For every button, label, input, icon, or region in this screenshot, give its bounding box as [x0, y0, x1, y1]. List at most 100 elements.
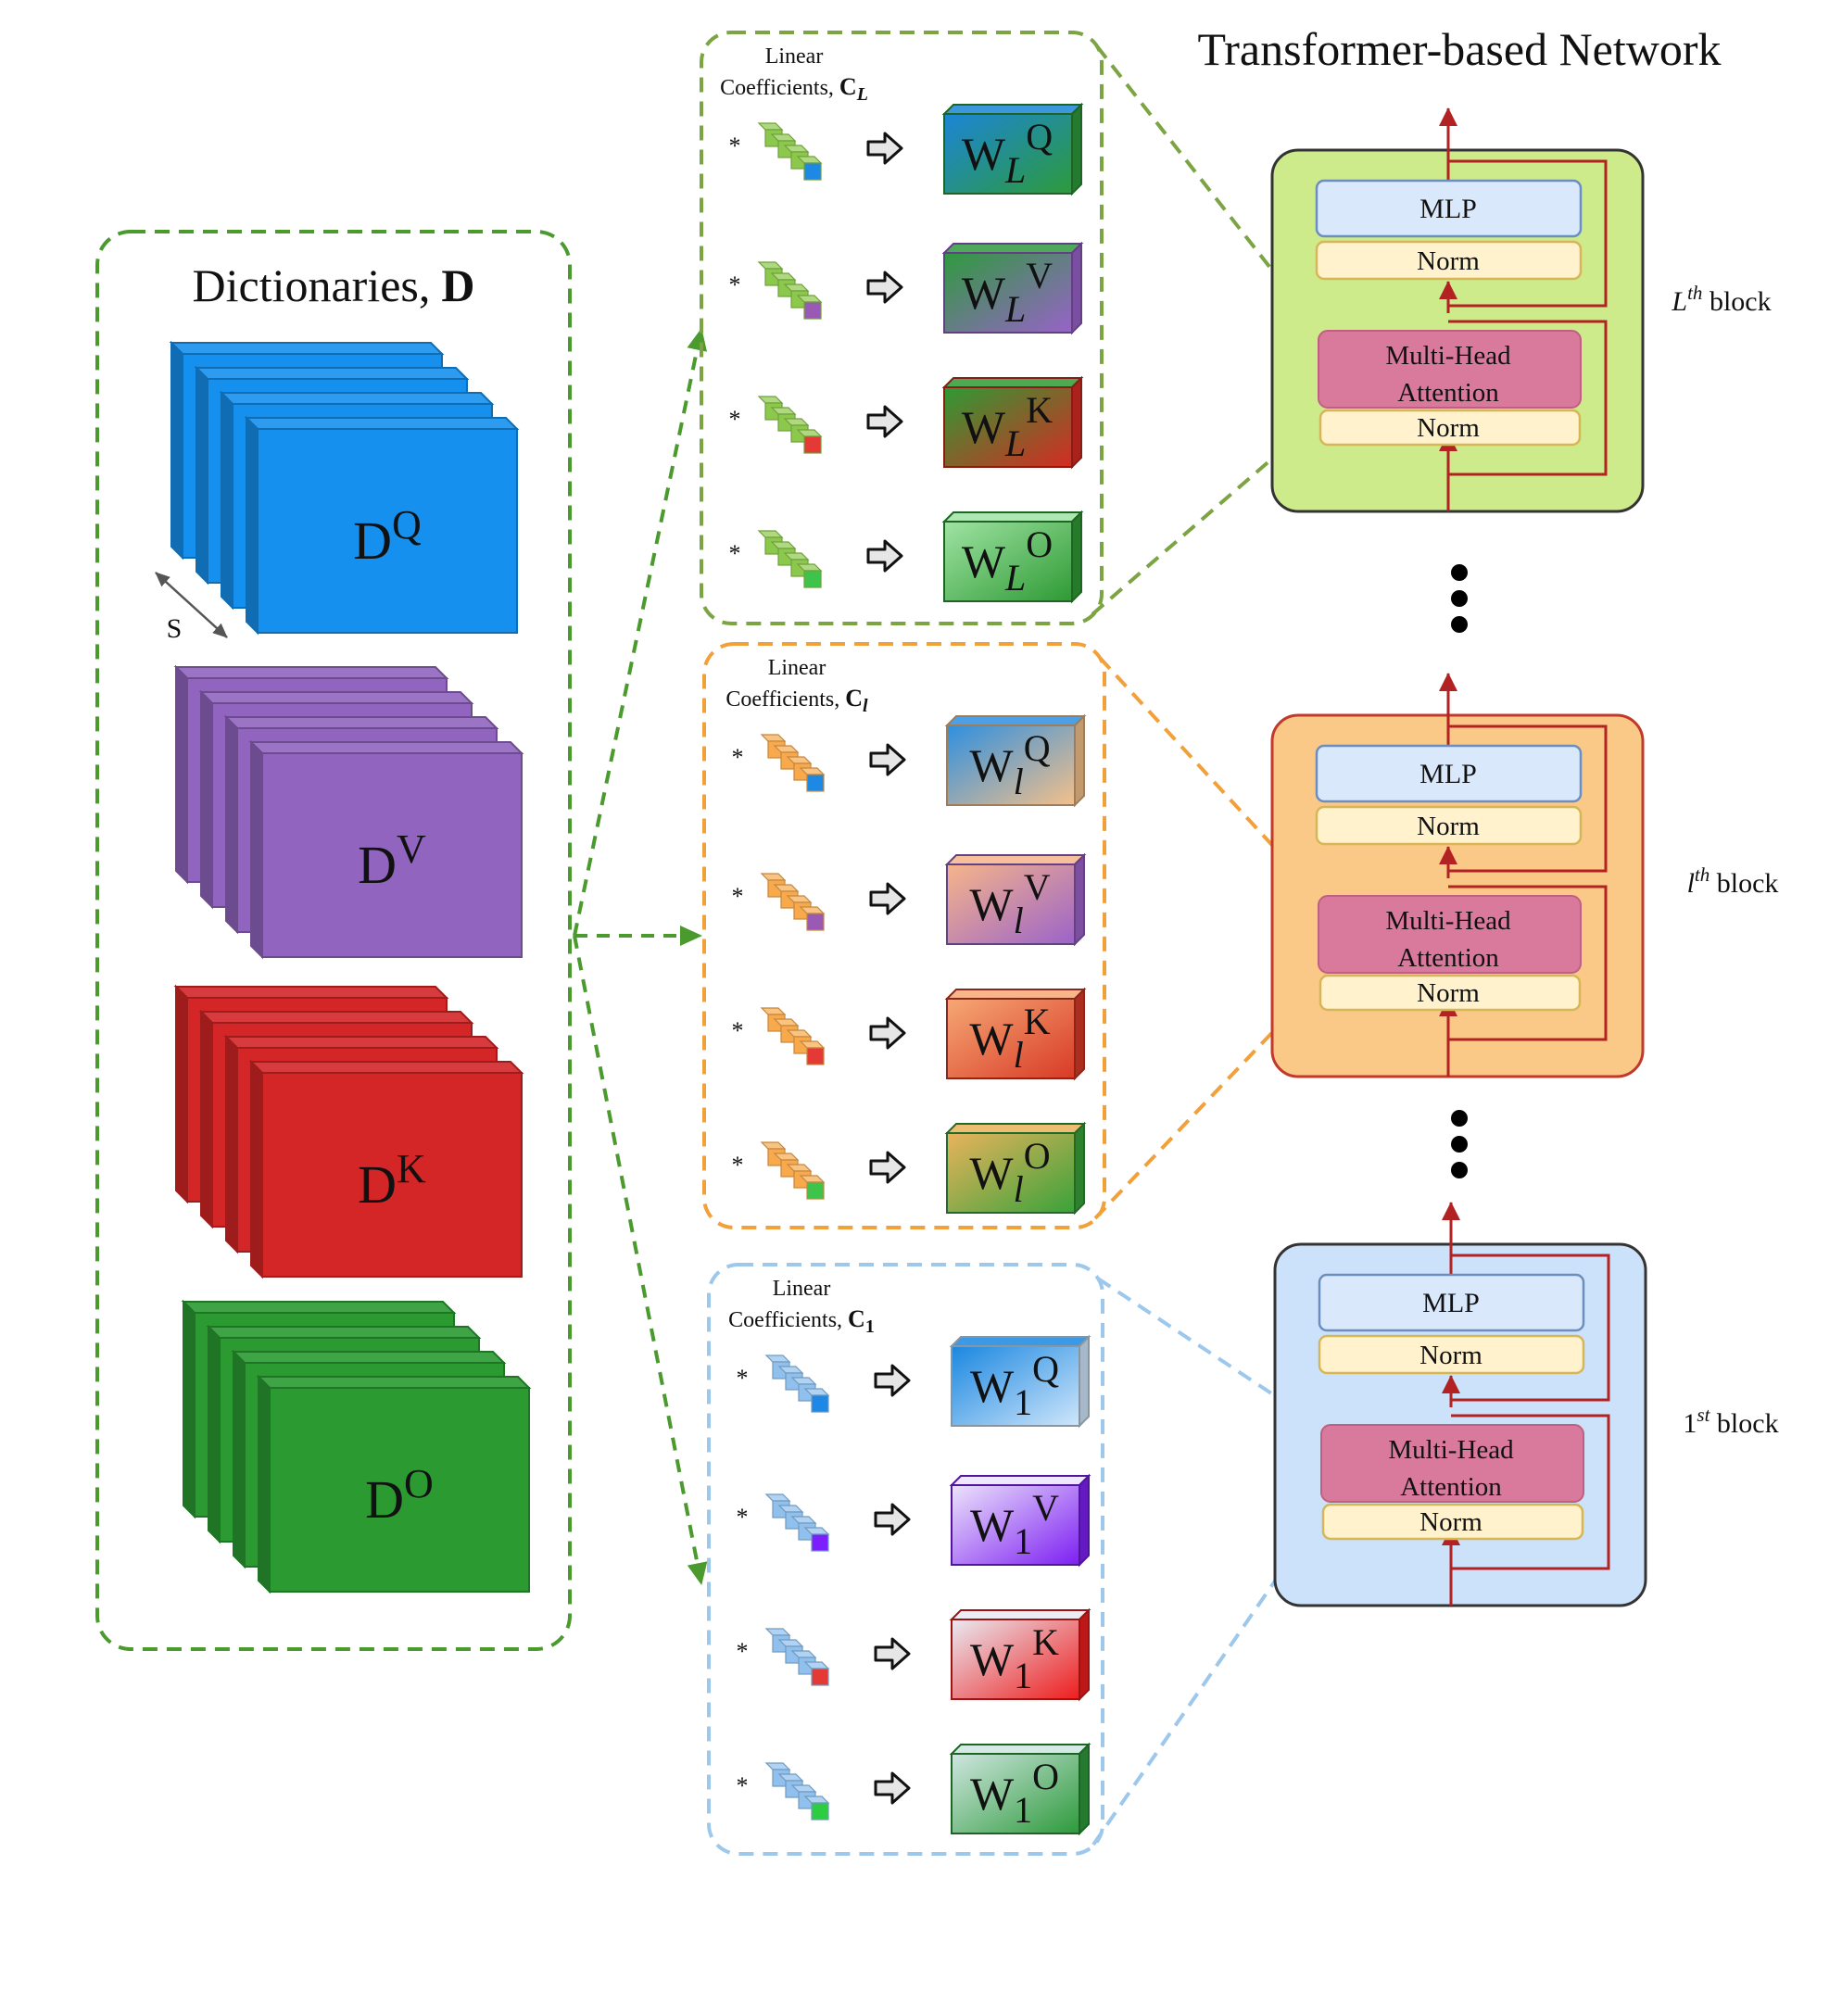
norm-label-lower: Norm [1417, 413, 1480, 443]
weight-label-sup: K [1024, 1001, 1051, 1042]
dictionary-layer-side [225, 714, 238, 935]
weight-label-base: W [969, 739, 1014, 791]
weight-box-top [949, 1609, 1091, 1620]
dictionary-layer-side [246, 415, 259, 636]
weight-label-base: W [969, 878, 1014, 930]
coefficient-cube [803, 570, 822, 588]
transform-arrow-icon [869, 882, 906, 915]
multiply-star: * [729, 271, 741, 298]
ellipsis-dot [1451, 1162, 1468, 1178]
norm-box-upper [1315, 805, 1583, 846]
weight-label-sub: l [1014, 900, 1024, 941]
stack-size-indicator: S [155, 572, 228, 644]
coefficient-label-bold: C [839, 73, 857, 100]
coefficient-cube-top [757, 122, 784, 131]
dictionary-layer-side [200, 689, 213, 910]
dictionary-stack-o: DO [181, 1299, 532, 1594]
dictionary-stack-q: DQ [169, 340, 520, 636]
weight-box-side [1079, 1742, 1090, 1836]
weight-label-base: W [970, 1499, 1015, 1551]
stack-size-arrow [155, 572, 228, 638]
ellipsis-lower [1451, 1110, 1468, 1178]
weight-label-sup: V [1026, 255, 1053, 296]
residual-connection-attention [1448, 885, 1608, 1041]
weight-box-side [1074, 852, 1085, 947]
weight-label-sub: L [1004, 557, 1026, 598]
weight-matrix-L-v [943, 252, 1073, 334]
ellipsis-dot [1451, 564, 1468, 581]
dictionary-layer-top [198, 1011, 474, 1024]
dictionary-layer-side [258, 1374, 271, 1594]
coefficient-label-line2: Coefficients,CL [720, 73, 868, 105]
dictionary-layer-top [206, 1326, 482, 1339]
coefficient-cube [803, 162, 822, 181]
block-label-sup: th [1695, 863, 1710, 886]
dictionary-label-sup: V [397, 826, 426, 872]
multiply-star: * [732, 1017, 744, 1044]
weight-box-side [1071, 510, 1082, 604]
norm-label-lower: Norm [1417, 978, 1480, 1008]
dictionary-stack-v: DV [173, 664, 524, 960]
zoom-connector-top [1095, 44, 1325, 337]
dictionary-label-k: DK [358, 1146, 426, 1215]
norm-label-upper: Norm [1417, 246, 1480, 276]
transform-arrow-icon [874, 1771, 911, 1805]
block-label-base: L [1671, 286, 1687, 317]
coefficient-cube [806, 1181, 825, 1200]
dictionary-label-sup: Q [392, 502, 422, 548]
weight-label-sup: V [1032, 1487, 1059, 1529]
weight-label: W1O [970, 1756, 1059, 1831]
dictionary-layer-top [181, 1301, 457, 1314]
coefficient-cube-top [764, 1762, 791, 1770]
multiply-star: * [729, 540, 741, 567]
coefficient-cube [811, 1668, 829, 1686]
coefficient-label-text: Coefficients, [720, 76, 834, 100]
weight-label-sub: 1 [1014, 1655, 1032, 1696]
dictionary-layer-side [250, 739, 263, 960]
dictionary-label-o: DO [365, 1461, 434, 1530]
weight-label: WlK [969, 1001, 1050, 1076]
coefficient-group-border [700, 31, 1104, 625]
weight-label-base: W [969, 1147, 1014, 1199]
coefficient-group-border [707, 1263, 1104, 1856]
norm-label-lower: Norm [1419, 1507, 1482, 1537]
coefficient-cube-top [760, 1007, 787, 1015]
coefficient-row-o: *W1O [737, 1742, 1091, 1836]
dictionary-layer-top [231, 1351, 507, 1364]
weight-label-base: W [962, 401, 1006, 453]
dictionary-label-sup: K [397, 1146, 426, 1191]
weight-matrix-1-k [951, 1619, 1080, 1700]
weight-box-top [949, 1744, 1091, 1755]
weight-label-base: W [970, 1360, 1015, 1412]
dictionary-label-base: D [358, 835, 397, 895]
weight-box-top [941, 104, 1084, 115]
dictionary-to-coefficients-arrows [573, 328, 708, 1585]
coefficient-cube-top [757, 530, 784, 538]
weight-label: WLK [962, 389, 1053, 464]
mha-label-line1: Multi-Head [1388, 1435, 1514, 1465]
coefficient-cube-top [764, 1493, 791, 1502]
weight-label: WLQ [962, 116, 1053, 191]
dictionary-layer-front [257, 428, 518, 634]
weight-label-sub: l [1014, 1168, 1024, 1210]
weight-box-top [941, 377, 1084, 388]
dictionary-layer-front [261, 752, 523, 958]
arrow-to-layer-1 [573, 935, 708, 1585]
coefficient-row-q: *WlQ [732, 713, 1087, 808]
dictionary-layer-top [244, 417, 520, 430]
weight-matrix-1-q [951, 1345, 1080, 1427]
multi-head-attention-box [1318, 895, 1582, 974]
dictionary-label-sup: O [404, 1461, 434, 1506]
transform-arrow-icon [874, 1637, 911, 1670]
weight-label-sup: O [1032, 1756, 1059, 1797]
dictionary-layer-top [256, 1376, 532, 1389]
weight-label: WlO [969, 1135, 1050, 1210]
weight-label-sup: Q [1032, 1348, 1059, 1390]
ellipsis-dot [1451, 616, 1468, 633]
dictionary-layer-top [173, 666, 449, 679]
weight-box-top [941, 243, 1084, 254]
dictionary-layer-front [261, 1072, 523, 1278]
